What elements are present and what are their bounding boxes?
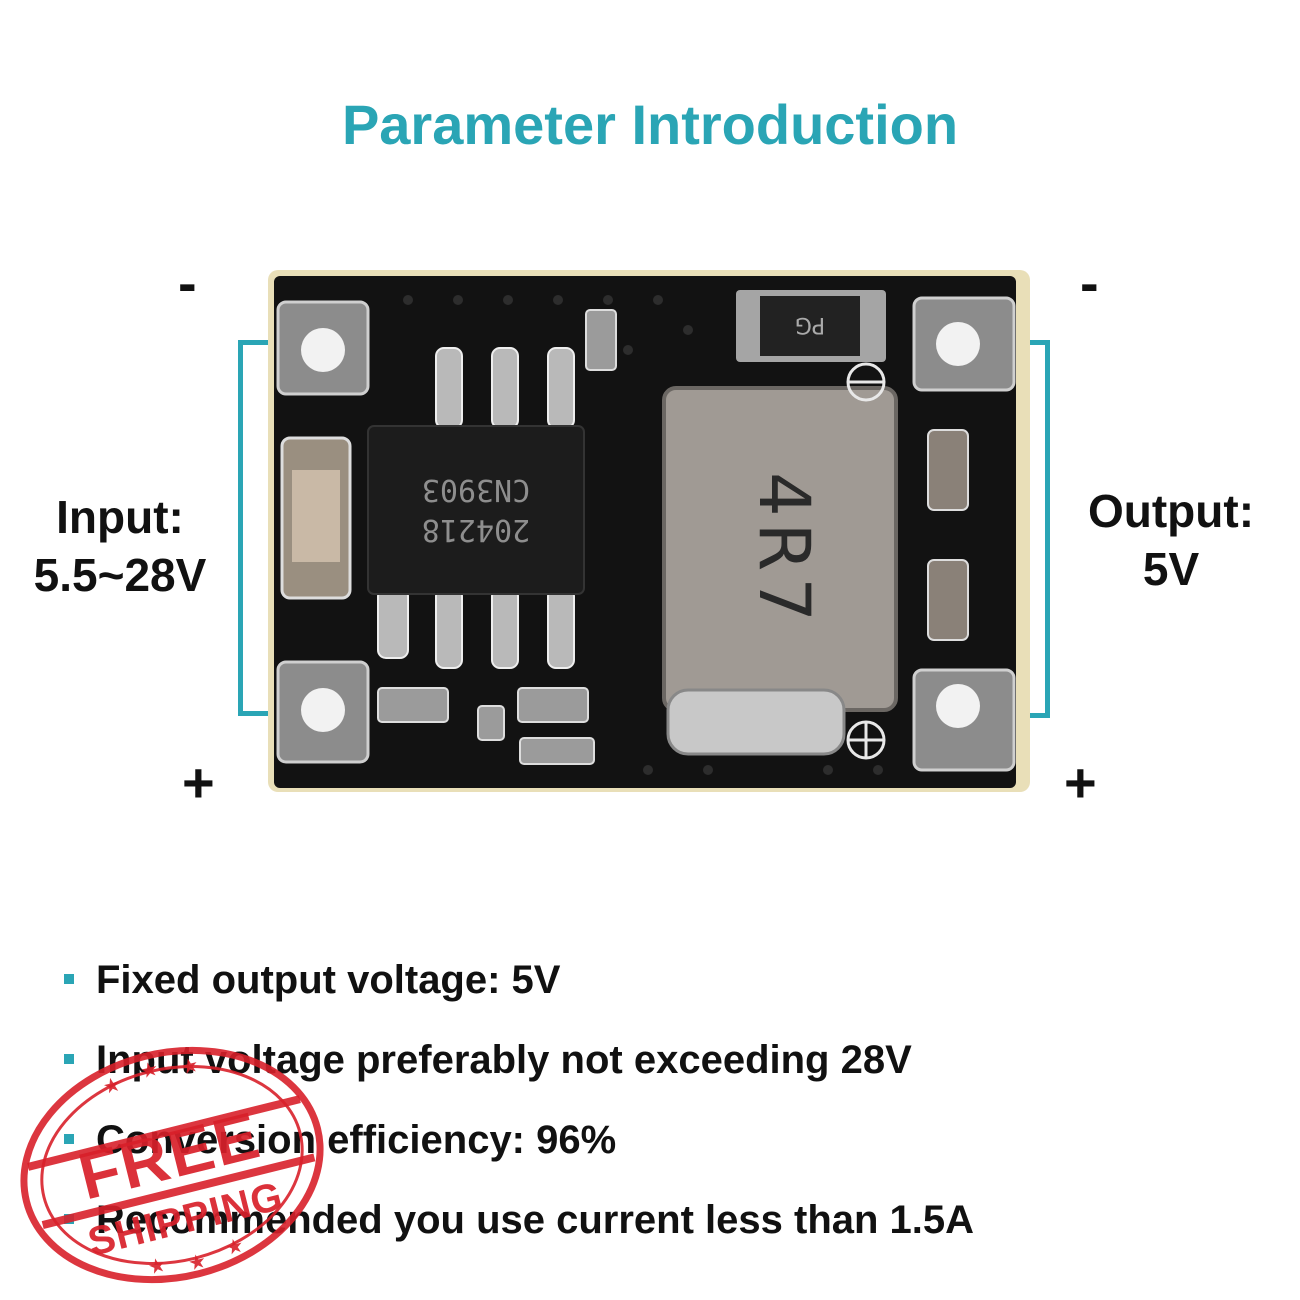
pad-holes xyxy=(301,322,980,732)
free-shipping-stamp: ★★★ ★★★ FREE SHIPPING xyxy=(20,1046,324,1284)
output-capacitors xyxy=(927,429,969,641)
output-label: Output: 5V xyxy=(1076,482,1266,598)
feature-item: Fixed output voltage: 5V xyxy=(60,948,1260,1028)
input-plus-sign: + xyxy=(182,751,215,814)
cn3903-chip xyxy=(367,425,585,595)
output-bracket xyxy=(1018,340,1050,718)
svg-text:★: ★ xyxy=(223,1232,246,1260)
input-minus-sign: - xyxy=(178,251,197,314)
bullet-square-icon xyxy=(64,1054,74,1064)
feature-text: Recommended you use current less than 1.… xyxy=(96,1198,975,1242)
input-label: Input: 5.5~28V xyxy=(20,488,220,604)
chip-marking-line1: 204218 xyxy=(422,512,530,547)
bullet-square-icon xyxy=(64,974,74,984)
output-plus-sign: + xyxy=(1064,751,1097,814)
svg-text:★: ★ xyxy=(178,1052,201,1080)
smd-components xyxy=(377,309,617,765)
output-minus-sign: - xyxy=(1080,251,1099,314)
page-title: Parameter Introduction xyxy=(341,93,959,156)
input-label-text: Input: xyxy=(56,491,184,543)
inductor-marking: 4R7 xyxy=(743,472,825,628)
chip-marking-line2: CN3903 xyxy=(422,472,530,507)
feature-item: Recommended you use current less than 1.… xyxy=(60,1188,1260,1268)
polarity-marks xyxy=(846,362,886,760)
feature-list: Fixed output voltage: 5V Input voltage p… xyxy=(60,948,1260,1268)
svg-text:★: ★ xyxy=(186,1248,209,1276)
svg-text:★: ★ xyxy=(145,1252,168,1280)
feature-item: Input voltage preferably not exceeding 2… xyxy=(60,1028,1260,1108)
feature-text: Fixed output voltage: 5V xyxy=(96,958,561,1002)
chip-pins xyxy=(377,347,575,669)
diode-marking: PG xyxy=(795,312,825,337)
output-value-text: 5V xyxy=(1142,543,1200,595)
input-range-text: 5.5~28V xyxy=(33,549,207,601)
input-bracket xyxy=(238,340,270,716)
output-label-text: Output: xyxy=(1087,485,1255,537)
svg-text:★: ★ xyxy=(100,1071,123,1099)
pcb-board-image: 204218 CN3903 4R7 PG xyxy=(268,270,1030,792)
svg-text:★: ★ xyxy=(138,1056,161,1084)
bullet-square-icon xyxy=(64,1134,74,1144)
feature-text: Input voltage preferably not exceeding 2… xyxy=(96,1038,912,1082)
vias xyxy=(403,295,883,775)
